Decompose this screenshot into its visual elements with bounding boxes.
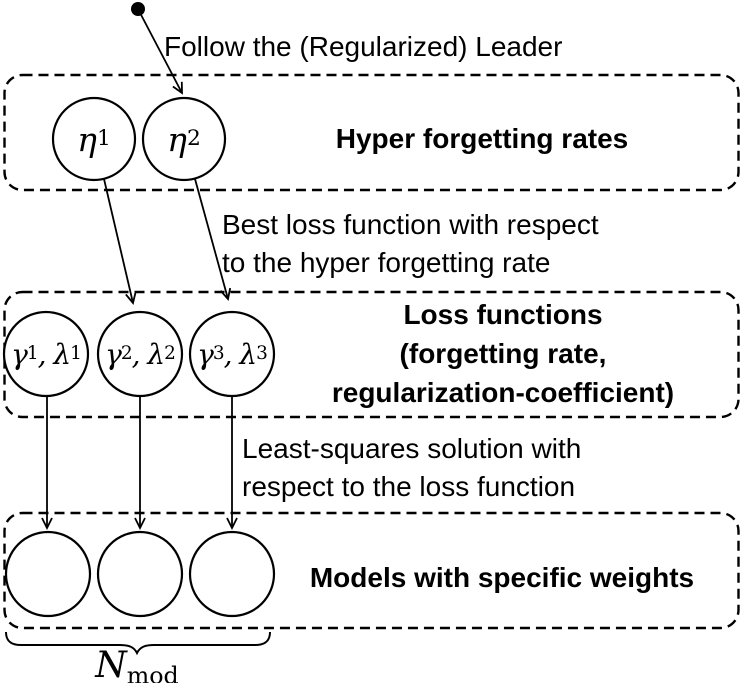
gamma1-symbol: γ [11,337,28,371]
node-gamma1-circle [2,310,90,398]
lambda2-subscript: 2 [164,342,176,364]
gamma2-symbol: γ [105,337,122,371]
edge-label-line: Least-squares solution with [242,433,582,464]
node-model1-circle [4,530,92,618]
leader-arrow [137,8,183,95]
hyper-box-title: Hyper forgetting rates [335,123,629,154]
loss-box-title-line2: (forgetting rate, [399,338,607,369]
gamma3-symbol: γ [197,337,214,371]
eta1-subscript: 1 [96,126,111,152]
eta2-symbol: η [167,119,187,159]
lambda1-symbol: , λ [37,337,72,371]
edge-label-line: to the hyper forgetting rate [222,247,551,278]
top-arrow-label: Follow the (Regularized) Leader [164,31,563,62]
loss-box-title-line3: regularization-coefficient) [331,377,675,408]
nmod-symbol: N [95,645,127,683]
edge-eta1-to-gamma2 [103,178,137,305]
loss-box-outline [3,290,740,419]
lambda1-subscript: 1 [70,342,82,364]
loss-box-title-line1: Loss functions [403,299,603,330]
edge-label-line: respect to the loss function [242,471,576,502]
lambda2-symbol: , λ [131,337,166,371]
node-eta1-circle [51,96,137,182]
node-model3-circle [188,530,276,618]
nmod-underbrace [5,631,271,656]
eta1-symbol: η [77,119,97,159]
lambda3-subscript: 3 [256,342,268,364]
models-box-title: Models with specific weights [309,562,695,593]
loss-box-title: Loss functions (forgetting rate, regular… [283,295,723,412]
gamma1-subscript: 1 [26,342,39,364]
gamma2-subscript: 2 [120,342,133,364]
node-model2-circle [96,530,184,618]
edge-label-loss-to-models: Least-squares solution with respect to t… [242,430,581,506]
eta2-subscript: 2 [186,126,201,152]
nmod-subscript: mod [126,661,179,683]
lambda3-symbol: , λ [223,337,258,371]
edge-label-hyper-to-loss: Best loss function with respect to the h… [222,206,599,282]
node-eta2-circle [141,96,227,182]
nmod-label: Nmod [57,645,217,683]
gamma3-subscript: 3 [212,342,225,364]
edge-eta2-to-gamma3 [194,178,232,301]
edge-label-line: Best loss function with respect [222,209,599,240]
